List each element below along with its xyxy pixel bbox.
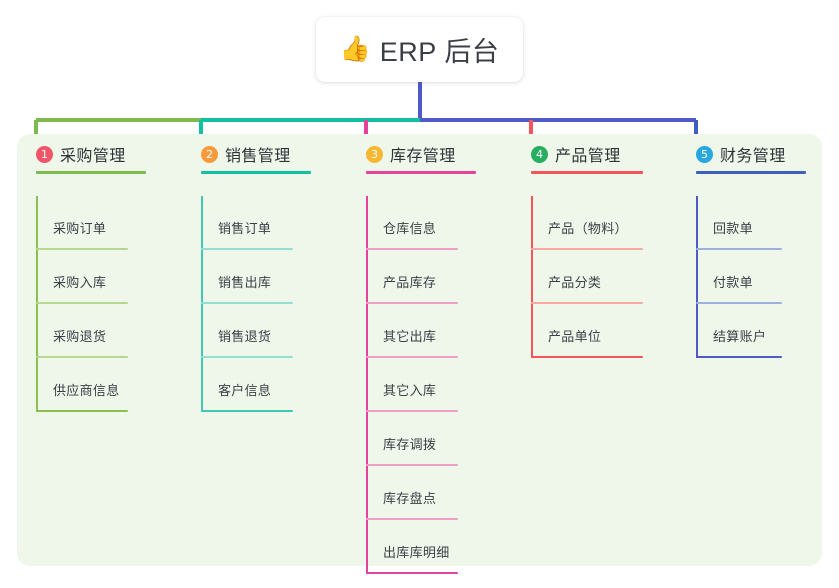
item-spine-line [366,520,368,574]
item-rule [201,248,293,250]
item-rule [696,302,782,304]
item-spine-line [36,250,38,304]
branch-header-rule [531,171,643,174]
item-rule [36,302,128,304]
item-rule [366,464,458,466]
item-label: 采购入库 [53,275,107,290]
item-spine-line [201,250,203,304]
item-label: 销售出库 [218,275,272,290]
branch-index-badge: 2 [201,145,218,163]
item-label: 其它出库 [383,329,437,344]
item-rule [531,248,643,250]
item-rule [531,356,643,358]
branch-title: 财务管理 [720,148,786,165]
item-label: 仓库信息 [383,221,437,236]
branch-header-3[interactable]: 3 库存管理 [366,142,456,166]
item-spine-line [36,358,38,412]
branch-title: 产品管理 [555,148,621,165]
item-label: 销售退货 [218,329,272,344]
item-spine-line [366,412,368,466]
item-rule [696,248,782,250]
item-label: 库存调拨 [383,437,437,452]
item-spine-line [36,196,38,250]
item-rule [201,302,293,304]
item-spine-line [201,304,203,358]
item-label: 付款单 [713,275,753,290]
item-spine-line [696,196,698,250]
item-rule [531,302,643,304]
item-label: 结算账户 [713,329,767,344]
item-rule [36,410,128,412]
item-label: 产品分类 [548,275,602,290]
item-label: 客户信息 [218,383,272,398]
item-label: 产品单位 [548,329,602,344]
item-label: 出库库明细 [383,545,450,560]
item-rule [201,410,293,412]
item-spine-line [531,304,533,358]
root-node-title: ERP 后台 [379,37,500,67]
item-label: 采购退货 [53,329,107,344]
item-rule [366,356,458,358]
item-rule [366,572,458,574]
branch-title: 采购管理 [60,148,126,165]
item-label: 回款单 [713,221,753,236]
branch-header-4[interactable]: 4 产品管理 [531,142,621,166]
item-label: 采购订单 [53,221,107,236]
item-rule [36,356,128,358]
branch-index-badge: 3 [366,145,383,163]
item-rule [366,248,458,250]
branch-header-rule [366,171,476,174]
branch-header-2[interactable]: 2 销售管理 [201,142,291,166]
item-spine-line [201,196,203,250]
item-spine-line [366,304,368,358]
branch-header-rule [201,171,311,174]
item-label: 供应商信息 [53,383,120,398]
branch-title: 销售管理 [225,148,291,165]
item-spine-line [36,304,38,358]
root-node-content: 👍 ERP 后台 [340,30,500,69]
item-label: 销售订单 [218,221,272,236]
item-label: 库存盘点 [383,491,437,506]
item-label: 其它入库 [383,383,437,398]
branch-header-5[interactable]: 5 财务管理 [696,142,786,166]
branch-header-1[interactable]: 1 采购管理 [36,142,126,166]
branch-index-badge: 5 [696,145,713,163]
thumbs-up-icon: 👍 [339,35,371,63]
item-label: 产品（物料） [548,221,628,236]
item-spine-line [531,196,533,250]
item-rule [366,518,458,520]
branch-title: 库存管理 [390,148,456,165]
item-rule [366,410,458,412]
item-spine-line [366,358,368,412]
item-spine-line [531,250,533,304]
item-spine-line [366,250,368,304]
item-spine-line [696,250,698,304]
branch-header-rule [36,171,146,174]
item-rule [36,248,128,250]
branch-header-rule [696,171,806,174]
item-rule [366,302,458,304]
item-spine-line [696,304,698,358]
item-rule [696,356,782,358]
item-label: 产品库存 [383,275,437,290]
item-spine-line [366,196,368,250]
item-rule [201,356,293,358]
branch-index-badge: 1 [36,145,53,163]
item-spine-line [366,466,368,520]
branches-panel [17,134,822,566]
item-spine-line [201,358,203,412]
branch-index-badge: 4 [531,145,548,163]
root-node-card[interactable]: 👍 ERP 后台 [316,17,523,82]
